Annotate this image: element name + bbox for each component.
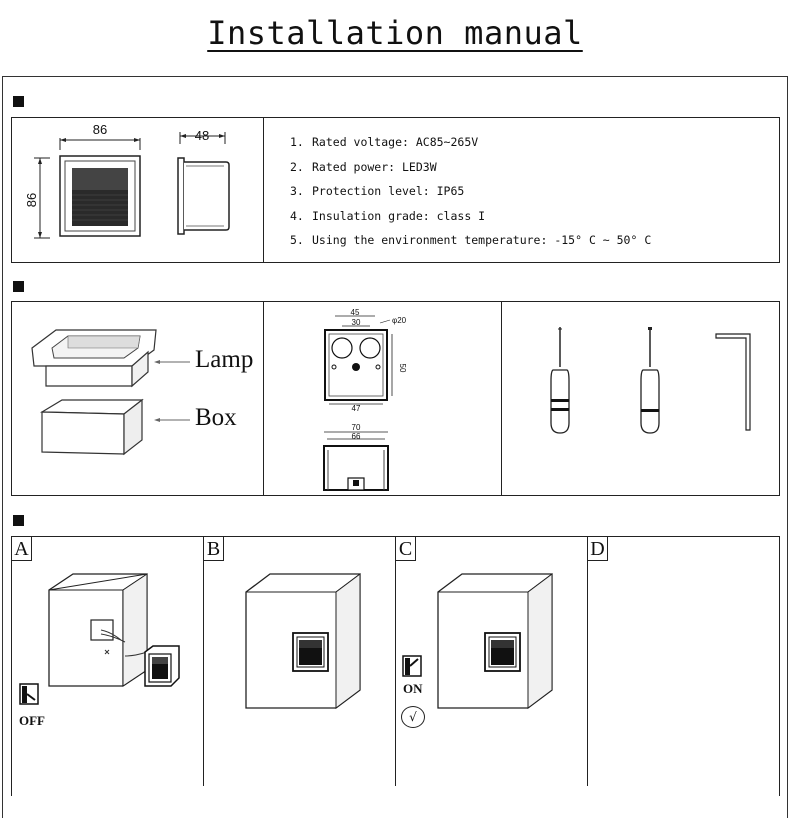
spec-item: 3.Protection level: IP65 [290,184,465,198]
switch-off-icon [19,683,39,705]
switch-on-label: ON [403,681,423,696]
step-a-lamp-unit [144,645,180,687]
spec-item: 4.Insulation grade: class I [290,208,486,223]
spec-item: 2.Rated power: LED3W [290,159,437,174]
section-marker-steps [13,515,24,526]
section-marker-parts [13,281,24,292]
spec-item: 1.Rated voltage: AC85~265V [290,135,479,149]
hex-key-icon [715,333,751,431]
step-letter-a: A [12,537,32,561]
step-letter-d: D [588,537,608,561]
flat-screwdriver-icon [640,327,660,434]
step-letter-c: C [396,537,416,561]
dim-50: 50 [398,364,407,373]
specs-section [11,117,780,263]
switch-off-label: OFF [19,713,45,728]
lamp-box-illustration [31,329,157,456]
parts-section [11,301,780,496]
phillips-screwdriver-icon [550,327,570,434]
dim-20: φ20 [392,316,407,325]
section-marker-specs [13,96,24,107]
lamp-label: Lamp [195,346,254,373]
dim-47: 47 [352,404,361,413]
dim-70: 70 [352,423,361,432]
leader-lines [154,360,190,422]
step-letter-b: B [204,537,224,561]
dim-66: 66 [352,432,361,441]
step-c-installed-lamp [437,573,553,709]
box-label: Box [195,404,237,431]
dim-30: 30 [352,318,361,327]
spec-item: 5.Using the environment temperature: -15… [290,233,652,247]
page-title: Installation manual [207,14,583,52]
step-a-wall-wiring [48,573,148,687]
switch-on-icon [402,655,422,677]
dim-45: 45 [351,308,360,317]
mounting-box-drawing: 45 30 φ20 50 47 70 66 [323,308,407,491]
dim-height-label: 86 [24,193,39,207]
dimension-drawing: 86 86 48 [24,122,230,239]
dim-depth-label: 48 [195,128,209,143]
spec-list: 1.Rated voltage: AC85~265V 2.Rated power… [290,134,651,257]
check-icon: √ [401,706,425,728]
step-b-installed-lamp [245,573,361,709]
dim-width-label: 86 [93,122,107,137]
manual-frame [2,76,788,818]
